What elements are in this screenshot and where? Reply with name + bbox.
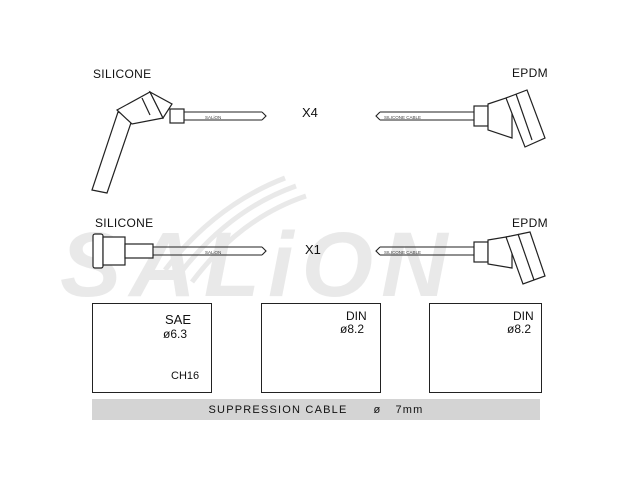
terminal-standard: SAE — [165, 312, 192, 327]
suppression-band: SUPPRESSION CABLE ø 7mm — [92, 399, 540, 420]
row1-left-boot — [91, 90, 185, 194]
row1-quantity: X4 — [302, 105, 318, 120]
terminal-box-din-2: DIN ø8.2 — [429, 303, 542, 393]
row2-left-boot — [92, 233, 154, 269]
terminal-diameter: ø8.2 — [507, 322, 532, 336]
row2-quantity: X1 — [305, 242, 321, 257]
row2-left-print: SALiON — [205, 250, 221, 255]
terminal-box-sae: SAE ø6.3 CH16 — [92, 303, 212, 393]
diameter-symbol: ø — [373, 403, 382, 416]
row2-right-boot — [473, 231, 546, 285]
terminal-diameter: ø6.3 — [163, 327, 188, 341]
terminal-diameter: ø8.2 — [340, 322, 365, 336]
row2-right-material: EPDM — [512, 216, 548, 230]
row1-left-material: SILICONE — [93, 67, 152, 81]
terminal-box-din-1: DIN ø8.2 — [261, 303, 381, 393]
watermark-swoosh — [163, 175, 307, 284]
terminal-standard: DIN — [513, 309, 534, 323]
row2-right-print: SILICONE CABLE — [384, 250, 421, 255]
row1-right-print: SILICONE CABLE — [384, 115, 421, 120]
row2-left-material: SILICONE — [95, 216, 154, 230]
row1-left-wire — [184, 111, 267, 121]
row2-right-wire — [375, 246, 474, 256]
suppression-label: SUPPRESSION CABLE — [208, 403, 348, 416]
suppression-value: 7mm — [395, 403, 424, 416]
row2-left-wire — [153, 246, 267, 256]
row1-left-print: SALiON — [205, 115, 221, 120]
terminal-standard: DIN — [346, 309, 367, 323]
row1-right-wire — [375, 111, 474, 121]
terminal-code: CH16 — [171, 370, 200, 382]
row1-right-boot — [473, 89, 546, 148]
row1-right-material: EPDM — [512, 66, 548, 80]
